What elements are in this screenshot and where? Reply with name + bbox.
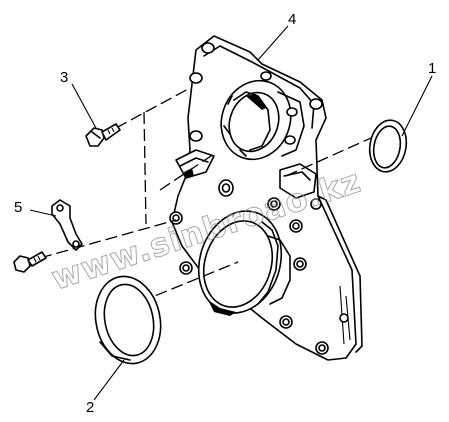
seal-ring-part-2 bbox=[94, 275, 162, 365]
callout-5: 5 bbox=[14, 199, 22, 216]
assembly-centerlines bbox=[39, 87, 381, 303]
bracket-bolt-part-5 bbox=[13, 199, 83, 273]
o-ring-part-1 bbox=[368, 119, 408, 173]
callout-4: 4 bbox=[288, 11, 296, 28]
crankshaft-seal-bore bbox=[197, 210, 291, 316]
front-cover-housing bbox=[169, 35, 363, 361]
callout-2: 2 bbox=[86, 399, 94, 416]
callout-1: 1 bbox=[428, 60, 436, 77]
leader-lines bbox=[29, 25, 433, 401]
bolt-part-3 bbox=[85, 123, 121, 147]
callout-3: 3 bbox=[60, 69, 68, 86]
upper-pump-bore bbox=[220, 79, 305, 161]
